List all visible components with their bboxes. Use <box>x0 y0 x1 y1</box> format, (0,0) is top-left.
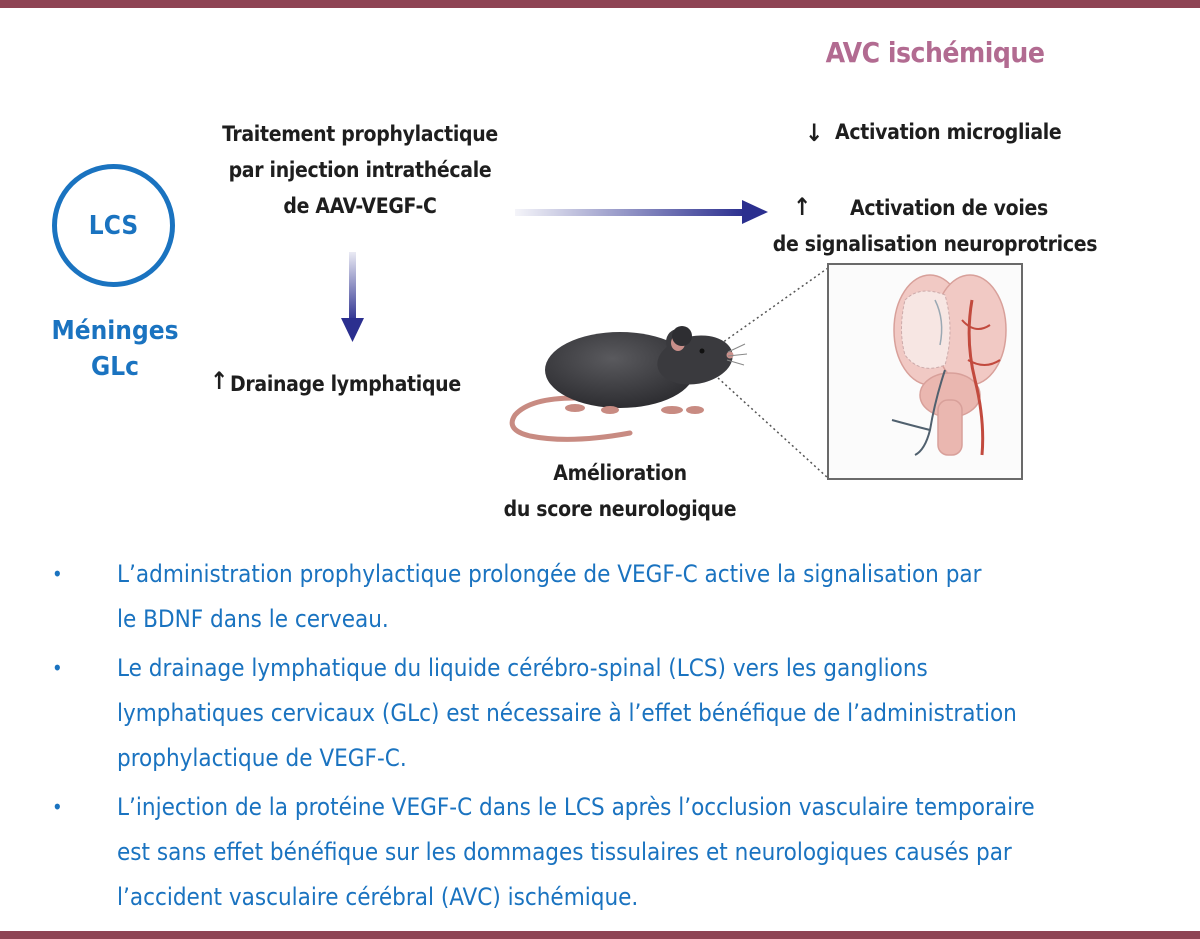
bullet-marker: • <box>52 795 63 819</box>
treatment-to-drainage-arrow <box>341 252 364 342</box>
lcs-circle: LCS <box>52 164 175 287</box>
drainage-text: Drainage lymphatique <box>230 372 461 396</box>
voies-line2: de signalisation neuroprotrices <box>772 232 1098 256</box>
mouse-icon <box>509 326 748 442</box>
voies-line1: Activation de voies <box>850 196 1048 220</box>
brain-icon <box>827 263 1023 480</box>
voies-label: Activation de voies de signalisation neu… <box>770 190 1100 262</box>
bullet-line: l’accident vasculaire cérébral (AVC) isc… <box>117 883 639 911</box>
treatment-line2: par injection intrathécale <box>228 158 492 182</box>
meninges-line1: Méninges <box>51 316 179 346</box>
top-rule <box>0 0 1200 8</box>
bullet-line: lymphatiques cervicaux (GLc) est nécessa… <box>117 699 1017 727</box>
bullet-line: le BDNF dans le cerveau. <box>117 605 389 633</box>
outcome-line2: du score neurologique <box>503 497 737 521</box>
outcome-line1: Amélioration <box>553 461 687 485</box>
zoom-line-bottom <box>717 377 829 479</box>
bullet-line: Le drainage lymphatique du liquide céréb… <box>117 654 928 682</box>
microglia-down-arrow: ↓ <box>805 119 824 147</box>
bullet-line: prophylactique de VEGF-C. <box>117 744 407 772</box>
bullet-marker: • <box>52 656 63 680</box>
zoom-line-top <box>711 267 829 351</box>
bullet-line: L’administration prophylactique prolongé… <box>117 560 982 588</box>
bullet-line: L’injection de la protéine VEGF-C dans l… <box>117 793 1035 821</box>
bullet-line: est sans effet bénéfique sur les dommage… <box>117 838 1012 866</box>
lcs-label: LCS <box>88 210 139 241</box>
meninges-label: Méninges GLc <box>40 313 190 385</box>
summary-bullets: • L’administration prophylactique prolon… <box>0 552 1180 924</box>
diagram-title: AVC ischémique <box>825 36 1045 69</box>
drainage-label: Drainage lymphatique <box>230 366 461 402</box>
meninges-line2: GLc <box>91 352 139 382</box>
treatment-label: Traitement prophylactique par injection … <box>195 116 525 224</box>
voies-up-arrow: ↑ <box>793 193 812 221</box>
bullet-item: • Le drainage lymphatique du liquide cér… <box>0 646 1180 781</box>
bullet-marker: • <box>52 562 63 586</box>
drainage-up-arrow: ↑ <box>210 367 229 395</box>
treatment-to-effects-arrow <box>515 200 768 224</box>
diagram-graphics <box>341 200 1023 480</box>
bullet-item: • L’administration prophylactique prolon… <box>0 552 1180 642</box>
outcome-label: Amélioration du score neurologique <box>470 455 770 527</box>
microglia-label: Activation microgliale <box>835 120 1062 144</box>
bottom-rule <box>0 931 1200 939</box>
bullet-item: • L’injection de la protéine VEGF-C dans… <box>0 785 1180 920</box>
treatment-line3: de AAV-VEGF-C <box>283 194 437 218</box>
treatment-line1: Traitement prophylactique <box>222 122 498 146</box>
